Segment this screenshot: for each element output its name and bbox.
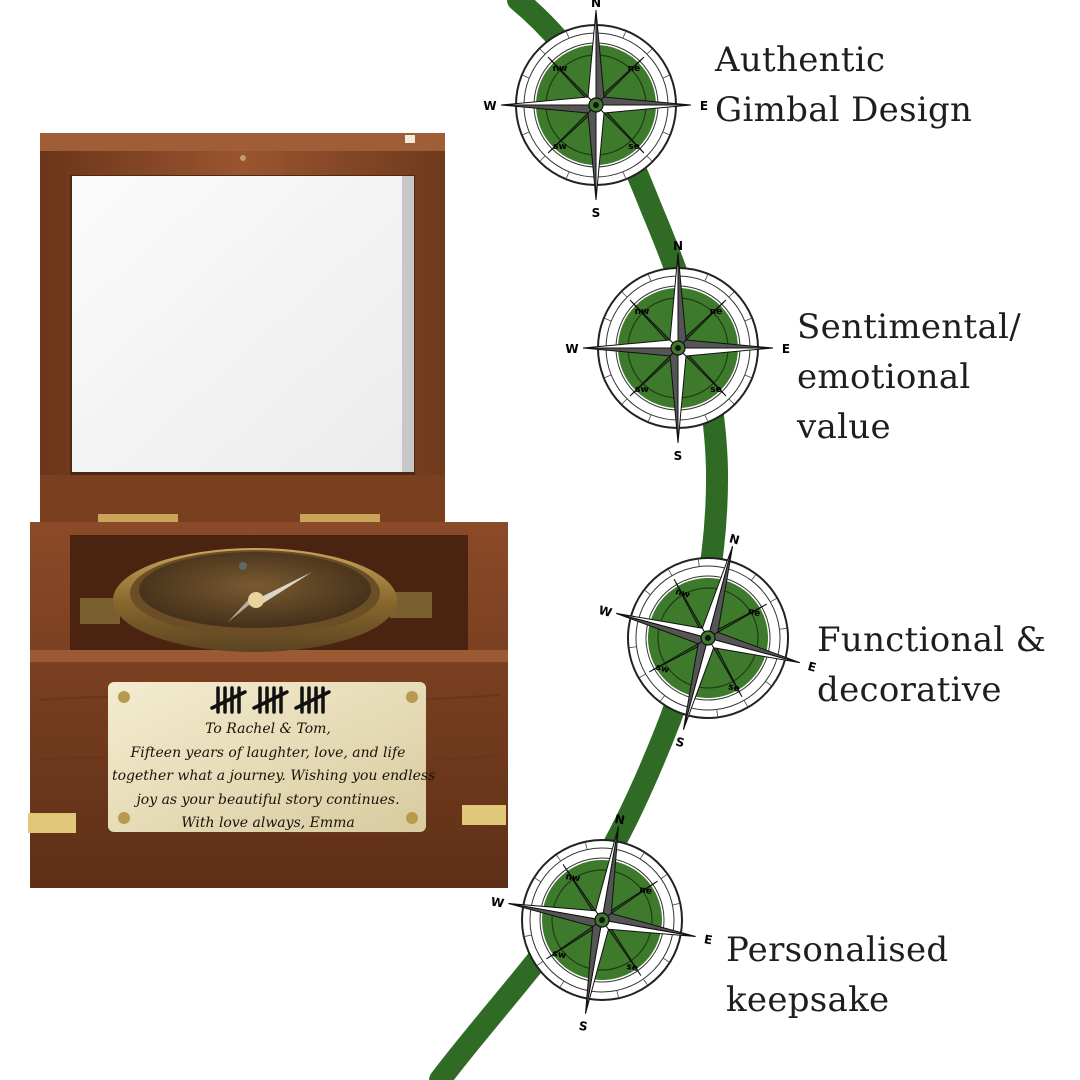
feature-label-keepsake: Personalised keepsake [726, 930, 949, 1020]
engraved-plaque [108, 682, 426, 832]
east-label: E [806, 659, 818, 675]
screw-icon [406, 691, 418, 703]
sw-label: sw [654, 663, 670, 676]
ne-label: ne [747, 607, 762, 620]
se-label: se [626, 962, 639, 974]
plaque-line: To Rachel & Tom, [205, 721, 331, 737]
compass-rose-icon: N S E W nw ne sw se [490, 808, 714, 1034]
hinge-icon [98, 514, 178, 523]
se-label: se [727, 682, 741, 695]
north-label: N [614, 812, 626, 828]
compass-rose-icon: N S E W nw ne sw se [483, 0, 708, 220]
north-label: N [591, 0, 601, 10]
screw-icon [118, 812, 130, 824]
east-label: E [782, 342, 790, 356]
plaque-line: together what a journey. Wishing you end… [112, 768, 436, 784]
plaque-line: joy as your beautiful story continues. [136, 791, 400, 808]
compass-rose-icon: N S E W nw ne sw se [590, 520, 826, 756]
ne-label: ne [710, 307, 723, 317]
screw-icon [118, 691, 130, 703]
south-label: S [674, 449, 683, 463]
south-label: S [578, 1019, 589, 1034]
plaque-line: With love always, Emma [181, 815, 355, 831]
plaque-line: Fifteen years of laughter, love, and lif… [130, 744, 406, 761]
sw-label: sw [635, 385, 649, 395]
west-label: W [597, 603, 613, 620]
ne-label: ne [628, 64, 641, 74]
west-label: W [565, 342, 578, 356]
north-label: N [728, 531, 741, 547]
hinge-icon [300, 514, 380, 523]
sw-label: sw [553, 142, 567, 152]
east-label: E [703, 932, 714, 947]
wooden-box-photo [28, 133, 508, 888]
south-label: S [592, 206, 601, 220]
west-label: W [490, 895, 505, 911]
north-label: N [673, 239, 683, 253]
sw-label: sw [552, 949, 567, 961]
nw-label: nw [635, 307, 650, 317]
feature-label-functional: Functional & decorative [817, 620, 1047, 710]
nw-label: nw [674, 587, 691, 600]
compass-rose-icon: N S E W nw ne sw se [565, 239, 790, 463]
feature-label-sentimental: Sentimental/ emotional value [797, 307, 1021, 447]
feature-label-gimbal: Authentic Gimbal Design [715, 40, 973, 130]
se-label: se [710, 385, 721, 395]
screw-icon [240, 155, 246, 161]
tally-marks-icon [210, 686, 331, 714]
west-label: W [483, 99, 496, 113]
se-label: se [628, 142, 639, 152]
ne-label: ne [639, 885, 653, 897]
glass-window [72, 176, 402, 472]
nw-label: nw [553, 64, 568, 74]
plaque-engraving: To Rachel & Tom, Fifteen years of laught… [112, 718, 436, 836]
east-label: E [700, 99, 708, 113]
south-label: S [674, 734, 686, 750]
nw-label: nw [565, 872, 581, 884]
screw-icon [406, 812, 418, 824]
